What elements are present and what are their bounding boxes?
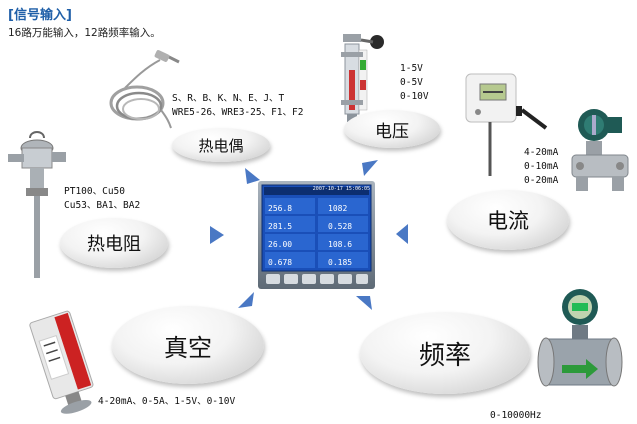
recorder-value: 281.5 bbox=[268, 222, 293, 231]
arrow-from-voltage bbox=[362, 160, 378, 176]
rtd-sensor-image bbox=[8, 131, 66, 278]
voltage-bubble: 电压 bbox=[344, 110, 440, 148]
frequency-label: 频率 bbox=[418, 340, 471, 371]
thermocouple-bubble: 热电偶 bbox=[172, 128, 270, 162]
arrow-from-vacuum bbox=[238, 292, 254, 308]
recorder-value: 256.8 bbox=[268, 204, 293, 213]
arrow-from-current bbox=[396, 224, 408, 244]
vacuum-gauge-image bbox=[29, 310, 94, 414]
section-title: [信号输入] bbox=[8, 8, 72, 23]
recorder-value: 0.528 bbox=[328, 222, 353, 231]
vacuum-label: 真空 bbox=[164, 333, 212, 362]
recorder-value: 26.00 bbox=[268, 240, 293, 249]
recorder-device bbox=[258, 181, 375, 289]
rtd-label: 热电阻 bbox=[87, 234, 141, 255]
pressure-transmitter-image bbox=[571, 109, 629, 191]
vacuum-bubble: 真空 bbox=[112, 306, 264, 384]
arrow-from-frequency bbox=[356, 296, 372, 310]
frequency-spec: 0-10000Hz bbox=[490, 410, 542, 421]
recorder-value: 1082 bbox=[328, 204, 348, 213]
current-bubble: 电流 bbox=[447, 190, 569, 250]
voltage-label: 电压 bbox=[375, 121, 409, 142]
rtd-bubble: 热电阻 bbox=[60, 218, 168, 268]
recorder-value: 108.6 bbox=[328, 240, 353, 249]
current-spec: 4-20mA 0-10mA 0-20mA bbox=[524, 147, 559, 186]
recorder-screen-time: 2007-10-17 15:06:05 bbox=[312, 186, 370, 192]
thermocouple-spec: S、R、B、K、N、E、J、T WRE5-26、WRE3-25、F1、F2 bbox=[172, 93, 304, 118]
rtd-spec: PT100、Cu50 Cu53、BA1、BA2 bbox=[64, 186, 141, 211]
frequency-bubble: 频率 bbox=[360, 312, 530, 394]
voltage-spec: 1-5V 0-5V 0-10V bbox=[400, 63, 429, 102]
thermocouple-sensor-image bbox=[109, 50, 180, 129]
paperless-recorder: 2007-10-17 15:06:05 256.8 1082 281.5 0.5… bbox=[258, 181, 375, 289]
flowmeter-image bbox=[537, 289, 623, 387]
vacuum-spec: 4-20mA、0-5A、1-5V、0-10V bbox=[98, 396, 236, 407]
recorder-value: 0.678 bbox=[268, 258, 293, 267]
arrow-from-rtd bbox=[210, 226, 224, 244]
temperature-transmitter-image bbox=[465, 73, 548, 176]
current-label: 电流 bbox=[487, 209, 529, 233]
recorder-value: 0.185 bbox=[328, 258, 353, 267]
section-subtitle: 16路万能输入，12路频率输入。 bbox=[8, 27, 161, 39]
thermocouple-label: 热电偶 bbox=[198, 136, 244, 155]
